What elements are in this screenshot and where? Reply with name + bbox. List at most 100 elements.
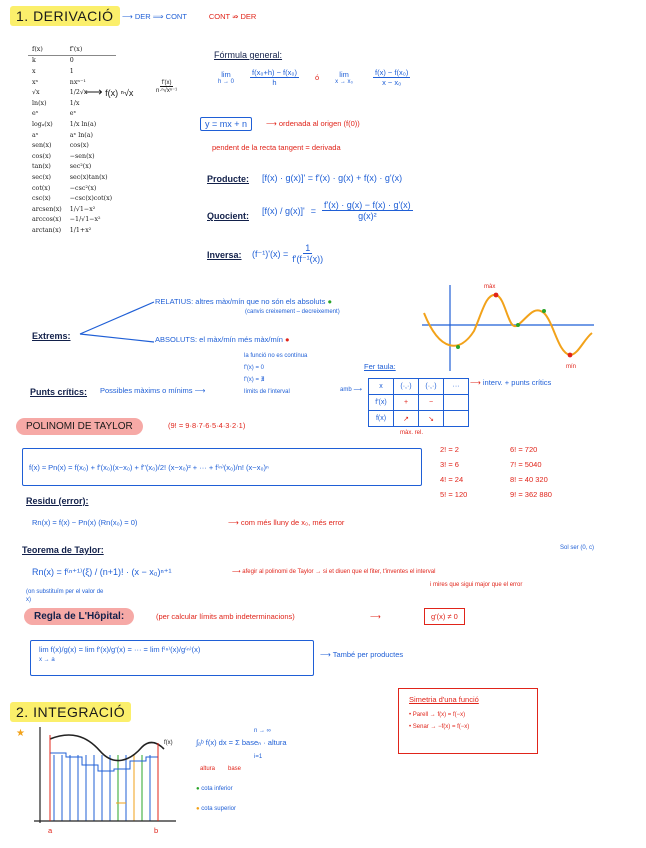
base-label: base bbox=[228, 766, 242, 772]
function-cell: cot(x) bbox=[32, 184, 51, 192]
orange-dot-icon: ● bbox=[196, 806, 200, 812]
function-cell: sen(x) bbox=[32, 142, 52, 150]
product-rule: [f(x) · g(x)]' = f'(x) · g(x) + f(x) · g… bbox=[262, 173, 403, 183]
arrow-icon: ⟶ bbox=[232, 569, 241, 575]
table-row: arctan(x)1/1+x² bbox=[28, 225, 116, 236]
fer-taula-label: Fer taula: bbox=[364, 362, 396, 371]
sign-table: x (·,·) (·,·) ··· f'(x) + − f(x) ↗ ↘ bbox=[368, 378, 469, 427]
max-rel-label: màx. rel. bbox=[400, 430, 424, 436]
taylor-title: POLINOMI DE TAYLOR bbox=[16, 416, 143, 435]
arrow-icon: ⟶ bbox=[470, 378, 481, 387]
green-dot-icon: ● bbox=[196, 786, 200, 792]
lhopital-condition: g'(x) ≠ 0 bbox=[424, 608, 465, 625]
arrow-icon: ⟶ bbox=[122, 12, 133, 21]
table-row: arcsen(x)1/√1−x² bbox=[28, 204, 116, 215]
section-title-derivacio: 1. DERIVACIÓ bbox=[10, 6, 120, 26]
function-cell: arccos(x) bbox=[32, 216, 62, 224]
sum-upper-index: n → ∞ bbox=[254, 728, 271, 734]
derivative-cell: eˣ bbox=[69, 110, 77, 118]
header-der-cont: ⟶ DER ⟹ CONT CONT ⇏ DER bbox=[122, 12, 257, 21]
table-row: ln(x)1/x bbox=[28, 98, 116, 109]
table-row: xⁿ nxⁿ⁻¹ bbox=[28, 77, 116, 88]
section-title-integracio: 2. INTEGRACIÓ bbox=[10, 702, 132, 722]
sol-ser-note: Sol ser (0, c) bbox=[560, 545, 595, 551]
critical-conditions: la funció no es contínua f'(x) = 0 f'(x)… bbox=[244, 353, 308, 395]
graph-min-label: mín bbox=[566, 364, 577, 370]
derivative-cell: aˣ ln(a) bbox=[69, 131, 93, 139]
decreasing-arrow-icon: ↘ bbox=[418, 410, 444, 427]
teorema-note-2: i mires que sigui major que el error bbox=[430, 582, 523, 588]
punts-critics-desc: Possibles màxims o mínims ⟶ bbox=[100, 386, 206, 395]
arrow-icon: ⟶ bbox=[194, 386, 206, 395]
function-cell: csc(x) bbox=[32, 195, 51, 203]
absoluts-text: ABSOLUTS: el màx/mín més màx/mín ● bbox=[155, 335, 290, 344]
increasing-arrow-icon: ↗ bbox=[393, 410, 419, 427]
factorial-note: (9! = 9·8·7·6·5·4·3·2·1) bbox=[168, 421, 246, 430]
arrow-icon: ⟶ bbox=[370, 612, 381, 621]
table-row: cos(x)−sen(x) bbox=[28, 151, 116, 162]
teorema-label: Teorema de Taylor: bbox=[22, 545, 104, 555]
factorials-left: 2! = 2 3! = 6 4! = 24 5! = 120 bbox=[440, 445, 468, 499]
quotient-rule: [f(x) / g(x)]' = f'(x) · g(x) − f(x) · g… bbox=[262, 200, 413, 221]
factorials-right: 6! = 720 7! = 5040 8! = 40 320 9! = 362 … bbox=[510, 445, 552, 499]
residu-note: ⟶ com més lluny de x₀, més error bbox=[228, 518, 345, 527]
function-cell: arctan(x) bbox=[32, 226, 62, 234]
quotient-label: Quocient: bbox=[207, 211, 249, 221]
pendent-note: pendent de la recta tangent = derivada bbox=[212, 143, 341, 152]
taylor-polynomial-box: f(x) ≈ Pn(x) = f(x₀) + f'(x₀)(x−x₀) + f'… bbox=[22, 448, 422, 486]
function-cell: cos(x) bbox=[32, 152, 52, 160]
tambe-note: ⟶ També per productes bbox=[320, 650, 404, 659]
teorema-equation: Rn(x) = f⁽ⁿ⁺¹⁾(ξ) / (n+1)! · (x − x₀)ⁿ⁺¹ bbox=[32, 567, 172, 577]
relatius-note: (canvis creixement – decreixement) bbox=[245, 309, 340, 315]
lhopital-title: Regla de L'Hôpital: bbox=[24, 606, 135, 625]
function-cell: sec(x) bbox=[32, 173, 51, 181]
function-cell: arcsen(x) bbox=[32, 205, 62, 213]
derivative-cell: −1/√1−x² bbox=[69, 216, 101, 224]
function-cell: aˣ bbox=[32, 131, 39, 139]
formula-general-label: Fórmula general: bbox=[214, 50, 283, 60]
cota-superior-legend: ● cota superior bbox=[196, 806, 236, 812]
graph-fx-label: f(x) bbox=[164, 740, 173, 746]
arrow-icon: ⟶ bbox=[266, 119, 277, 128]
function-cell: ln(x) bbox=[32, 99, 47, 107]
extrems-branch-lines bbox=[79, 301, 155, 343]
table-row: sec(x) sec(x)tan(x) bbox=[28, 172, 116, 183]
nroot-arrow-note: ⟶ f(x) ⁿ√x bbox=[84, 84, 134, 99]
function-cell: eˣ bbox=[32, 110, 39, 118]
table-header: f'(x) bbox=[65, 44, 117, 56]
table-row: eˣ eˣ bbox=[28, 109, 116, 120]
integral-bound-b: b bbox=[154, 826, 159, 835]
integral-bound-a: a bbox=[48, 826, 53, 835]
derivative-cell: sec(x)tan(x) bbox=[69, 173, 108, 181]
altura-label: altura bbox=[200, 766, 216, 772]
implies-icon: ⟹ bbox=[152, 12, 164, 21]
function-cell: tan(x) bbox=[32, 163, 51, 171]
table-row: aˣ aˣ ln(a) bbox=[28, 130, 116, 141]
interval-note: ⟶ interv. + punts crítics bbox=[470, 378, 552, 387]
table-row: arccos(x) −1/√1−x² bbox=[28, 215, 116, 226]
table-row: csc(x) −csc(x)cot(x) bbox=[28, 193, 116, 204]
derivative-cell: nxⁿ⁻¹ bbox=[69, 78, 86, 86]
derivative-cell: −csc(x)cot(x) bbox=[69, 195, 113, 203]
punts-critics-label: Punts crítics: bbox=[30, 387, 88, 397]
ordenada-note: ⟶ ordenada al origen (f(0)) bbox=[266, 119, 360, 128]
arrow-icon: ⟶ bbox=[320, 650, 331, 659]
arrow-icon: ⟶ bbox=[353, 387, 362, 393]
table-row: logₐ(x)1/x ln(a) bbox=[28, 119, 116, 130]
linear-equation-box: y = mx + n bbox=[200, 117, 253, 131]
table-row: sen(x)cos(x) bbox=[28, 140, 116, 151]
function-cell: xⁿ bbox=[32, 78, 39, 86]
riemann-integral: ∫ₐᵇ f(x) dx = Σ baseₙ · altura bbox=[196, 738, 287, 747]
riemann-step-outline bbox=[50, 752, 158, 772]
star-icon: ★ bbox=[16, 728, 25, 739]
lhopital-formula-box: lim f(x)/g(x) = lim f'(x)/g'(x) = ··· = … bbox=[30, 640, 314, 676]
derivative-cell: 0 bbox=[69, 57, 74, 65]
function-cell: k bbox=[32, 57, 36, 65]
function-cell: √x bbox=[32, 89, 40, 97]
extrems-graph bbox=[422, 285, 594, 371]
